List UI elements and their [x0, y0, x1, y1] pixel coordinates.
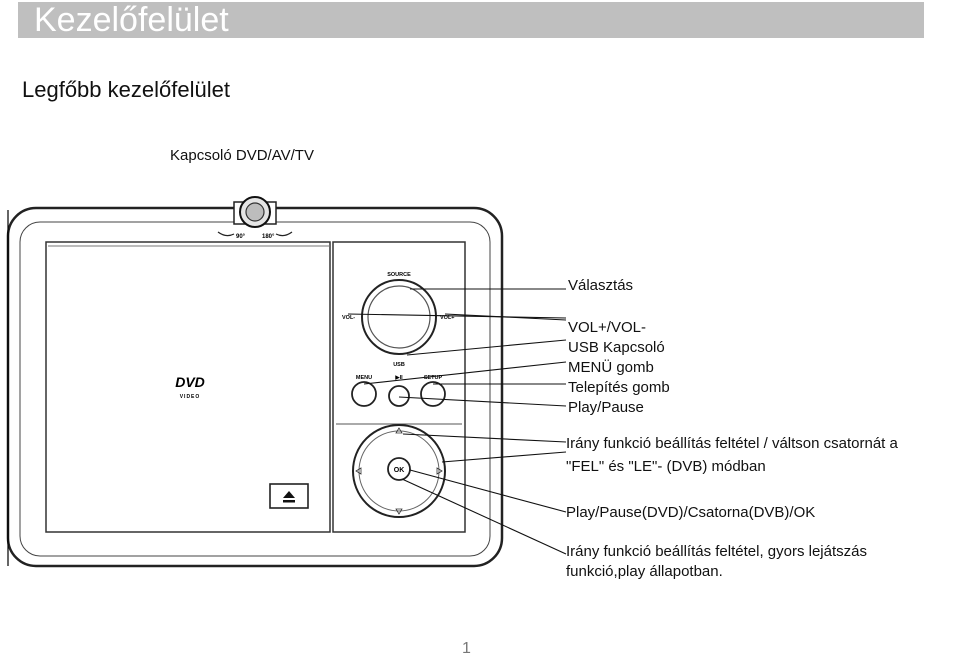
ok-button[interactable]: [387, 457, 411, 481]
page-title: Kezelőfelület: [34, 1, 229, 39]
setup-button[interactable]: [420, 381, 446, 407]
setup-label: SETUP: [424, 375, 443, 381]
eject-icon: [283, 491, 295, 503]
menu-button[interactable]: [351, 381, 377, 407]
switch-label: Kapcsoló DVD/AV/TV: [170, 147, 314, 164]
source-label: SOURCE: [387, 272, 411, 278]
ok-label: OK: [394, 467, 405, 474]
knob-right-label: 180°: [262, 234, 275, 240]
arrow-up-icon: [395, 427, 403, 434]
header-bar: Kezelőfelület: [18, 1, 924, 39]
callout-ok: Play/Pause(DVD)/Csatorna(DVB)/OK: [566, 504, 816, 521]
callout-setup: Telepítés gomb: [568, 379, 670, 396]
callout-vol: VOL+/VOL-: [568, 319, 646, 336]
callout-usb: USB Kapcsoló: [568, 339, 665, 356]
dvd-logo: DVD: [175, 374, 205, 390]
leader-lines: [347, 288, 567, 555]
callout-irany-line2: "FEL" és "LE"- (DVB) módban: [566, 458, 766, 475]
vol-minus-label: VOL-: [342, 315, 355, 321]
arrow-right-icon: [436, 467, 443, 475]
menu-label: MENU: [356, 375, 372, 381]
playpause-button[interactable]: [388, 385, 410, 407]
arrow-left-icon: [355, 467, 362, 475]
page-number: 1: [462, 640, 471, 657]
callout-irany-line1: Irány funkció beállítás feltétel / válts…: [566, 435, 898, 452]
section-subtitle: Legfőbb kezelőfelület: [22, 77, 230, 102]
knob-left-label: 90°: [236, 234, 246, 240]
callout-play: Play/Pause: [568, 399, 644, 416]
callout-menu: MENÜ gomb: [568, 359, 654, 376]
vol-plus-label: VOL+: [440, 315, 455, 321]
callout-valasztas: Választás: [568, 277, 634, 294]
callout-irany2-line2: funkció,play állapotban.: [566, 563, 723, 580]
arrow-down-icon: [395, 508, 403, 515]
usb-label: USB: [393, 362, 405, 368]
playpause-label: ▶II: [394, 374, 403, 381]
dvd-video-label: VIDEO: [180, 394, 201, 400]
callout-irany2-line1: Irány funkció beállítás feltétel, gyors …: [566, 543, 867, 560]
